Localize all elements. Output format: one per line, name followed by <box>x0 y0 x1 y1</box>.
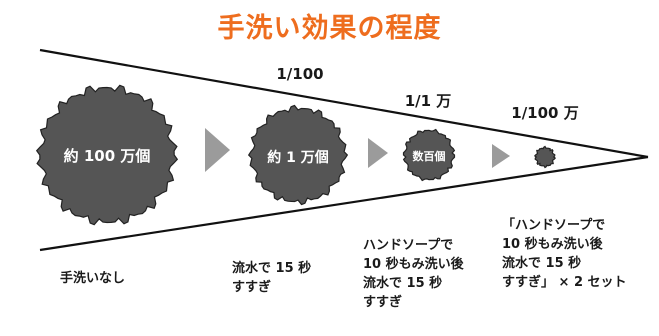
ratio-label-4: 1/100 万 <box>511 104 578 122</box>
germ-cluster-large <box>35 84 179 226</box>
caption-stage-4: 「ハンドソープで 10 秒もみ洗い後 流水で 15 秒 すすぎ」 × 2 セット <box>502 218 627 290</box>
count-label-3: 数百個 <box>413 149 446 163</box>
germ-cluster-tiny <box>533 145 557 169</box>
diagram-title: 手洗い効果の程度 <box>217 13 442 44</box>
count-label-1: 約 100 万個 <box>64 147 151 165</box>
ratio-label-3: 1/1 万 <box>405 92 452 110</box>
arrow-right-icon-1 <box>205 128 230 172</box>
caption-stage-1: 手洗いなし <box>60 271 126 286</box>
caption-stage-3: ハンドソープで 10 秒もみ洗い後 流水で 15 秒 すすぎ <box>363 238 464 310</box>
cone-lower-line <box>39 155 649 252</box>
caption-stage-2: 流水で 15 秒 すすぎ <box>232 261 312 295</box>
count-label-2: 約 1 万個 <box>267 149 329 166</box>
cone-upper-line <box>39 48 649 159</box>
germ-cluster-small <box>402 128 456 182</box>
germ-cluster-medium <box>247 104 349 206</box>
arrow-right-icon-2 <box>368 138 388 168</box>
arrow-right-icon-3 <box>492 144 510 168</box>
ratio-label-2: 1/100 <box>276 65 323 83</box>
